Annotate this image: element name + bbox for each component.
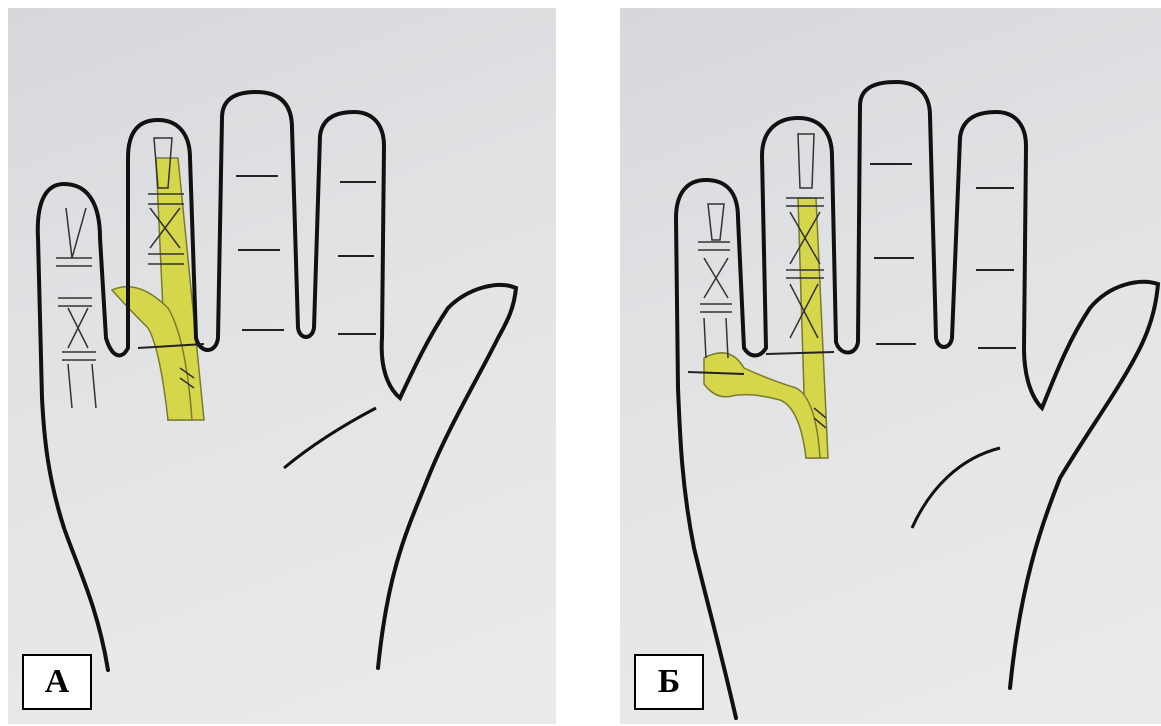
panel-label-a: А	[22, 654, 92, 710]
hand-outline-a	[38, 92, 516, 670]
palm-crease-b	[912, 448, 1000, 528]
hand-outline-b	[676, 82, 1158, 718]
panel-label-b: Б	[634, 654, 704, 710]
suture-marks-a-left	[56, 208, 96, 408]
panel-a-hand-drawing: А	[8, 8, 556, 724]
hand-sketch-a	[8, 8, 556, 724]
palm-crease-a	[284, 408, 376, 468]
suture-marks-b-left	[698, 204, 732, 358]
hand-sketch-b	[620, 8, 1161, 724]
finger-creases-b	[688, 164, 1016, 374]
panel-b-hand-drawing: Б	[620, 8, 1161, 724]
